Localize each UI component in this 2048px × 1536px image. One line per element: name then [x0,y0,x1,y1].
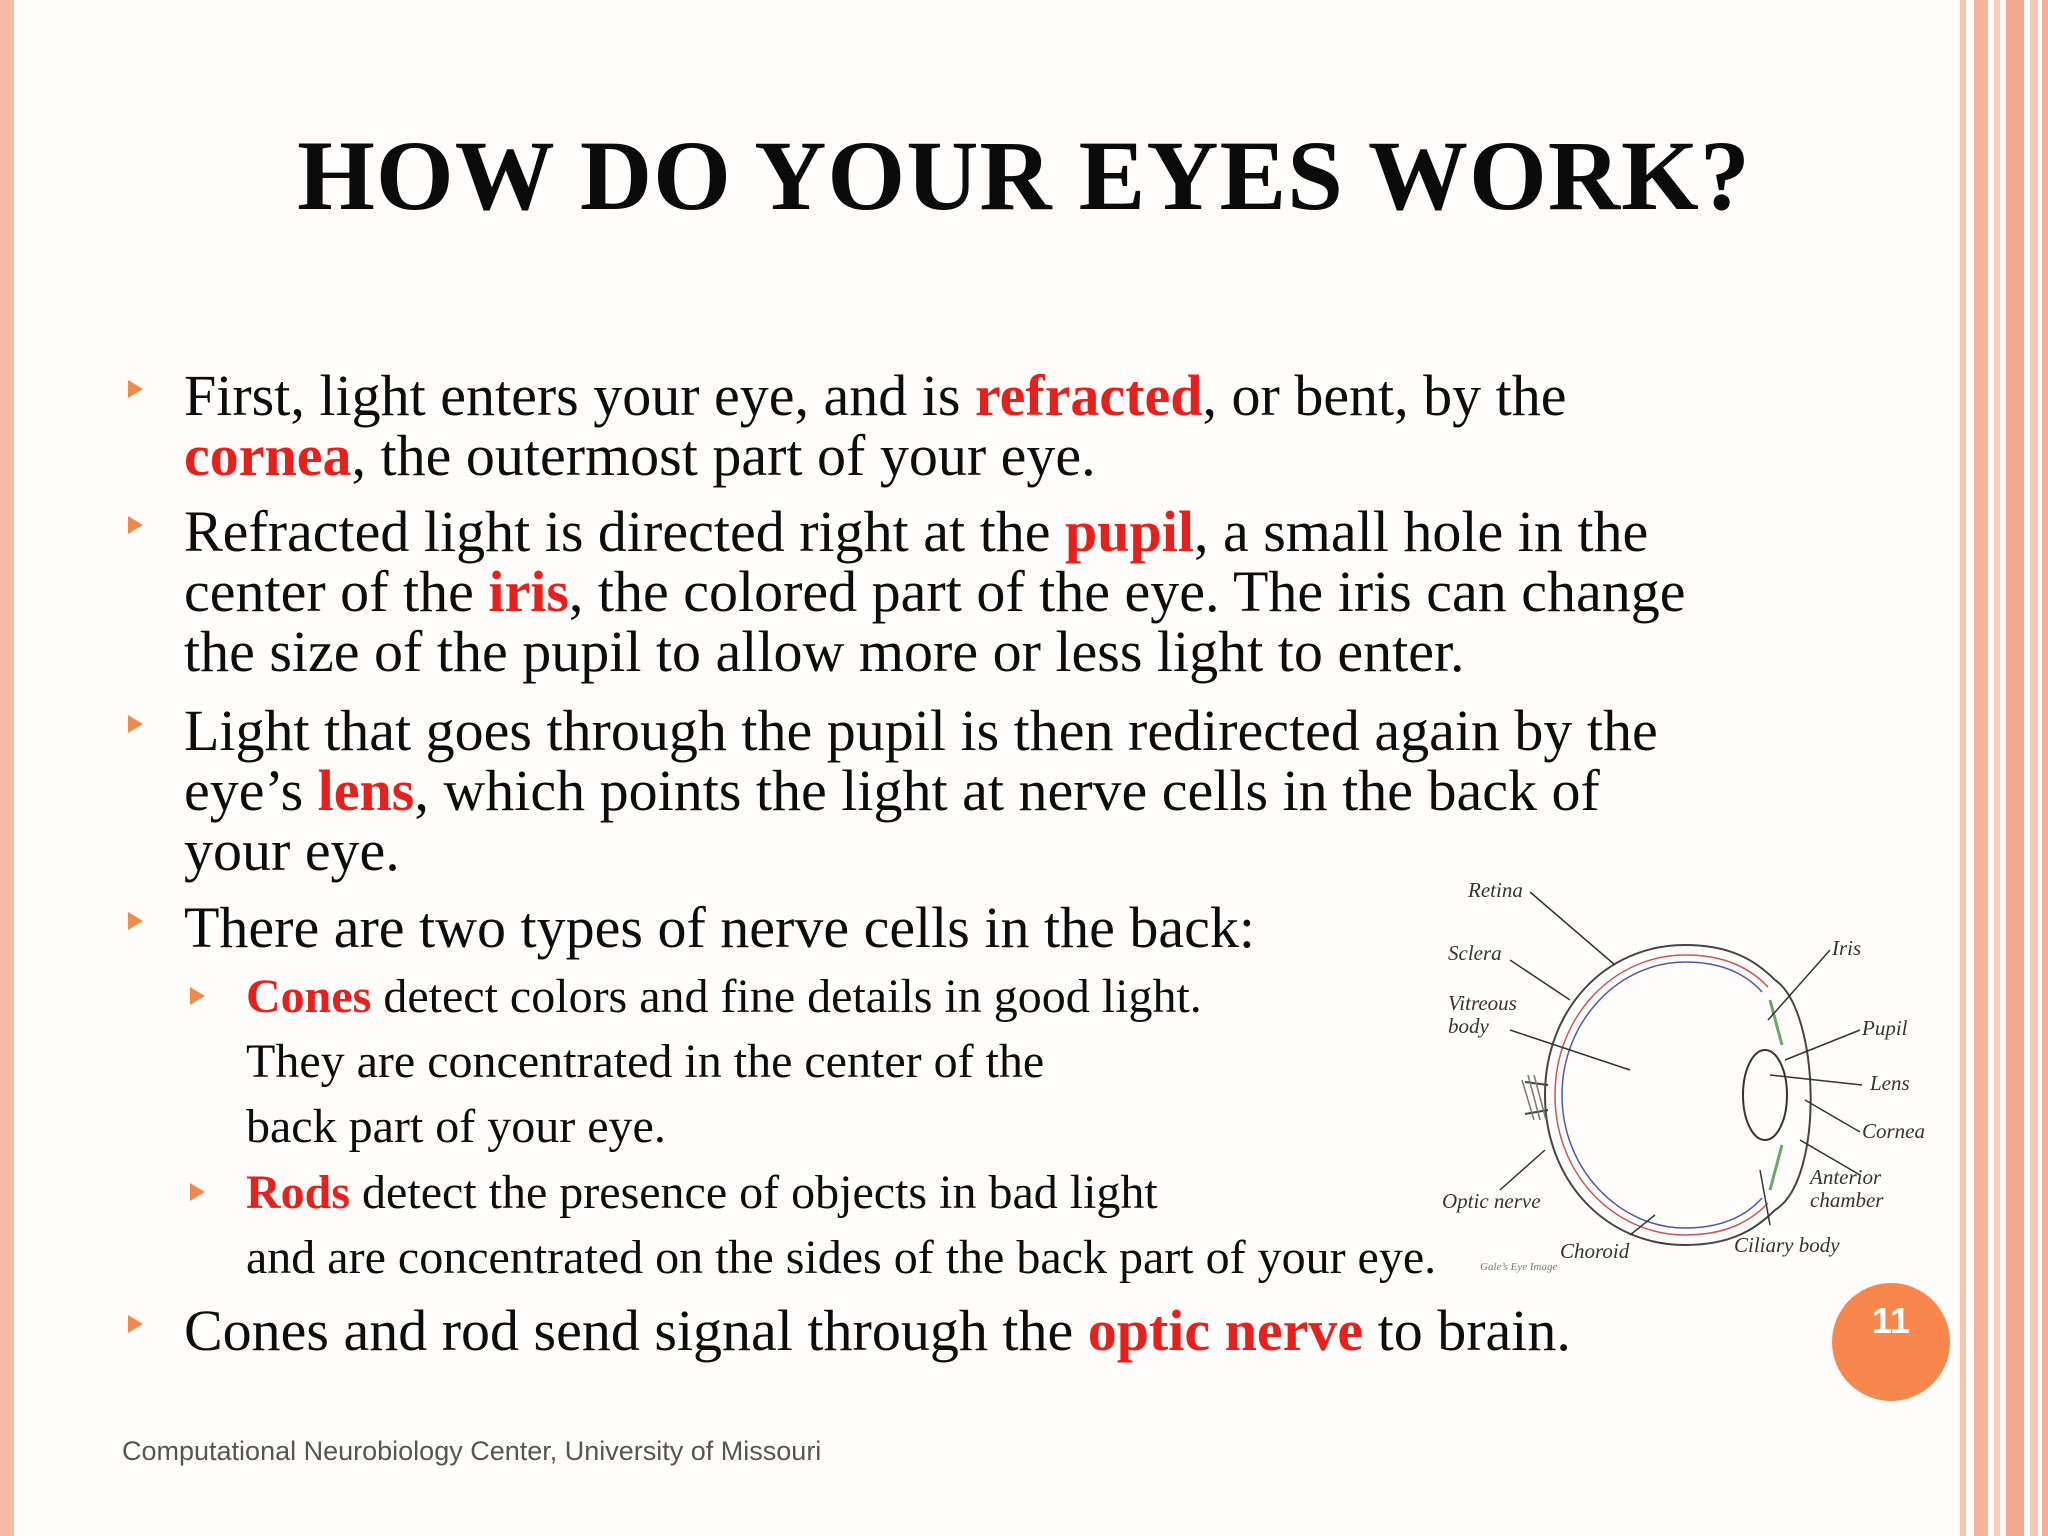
label-choroid: Choroid [1560,1239,1630,1263]
bullet-marker-icon [128,715,143,733]
bullet-marker-icon [128,516,143,534]
bullet-marker-icon [190,987,205,1005]
label-retina: Retina [1467,878,1523,902]
bullet-text: Light that goes through the pupil is the… [184,698,1658,763]
label-vitreous: Vitreous [1448,991,1517,1015]
label-chamber: chamber [1810,1188,1884,1212]
slide-canvas [14,0,1960,1536]
label-ciliary-body: Ciliary body [1734,1233,1840,1257]
label-iris: Iris [1831,936,1861,960]
slide-title: HOW DO YOUR EYES WORK? [297,120,1751,231]
highlighted-term: optic nerve [1087,1298,1364,1363]
label-sclera: Sclera [1448,941,1502,965]
bullet-marker-icon [128,1315,143,1333]
bullet-marker-icon [128,380,143,398]
bullet-line: your eye. [184,821,400,881]
bullet-text: Refracted light is directed right at the [184,499,1065,564]
highlighted-term: refracted [974,363,1203,428]
bullet-text: There are two types of nerve cells in th… [184,895,1255,960]
bullet-text: , the outermost part of your eye. [351,423,1096,488]
bullet-text: to brain. [1363,1298,1571,1363]
sub-bullet-line: They are concentrated in the center of t… [246,1037,1044,1087]
highlighted-term: pupil [1064,499,1194,564]
slide-right-border [1960,0,2048,1536]
eye-diagram: Retina Sclera Vitreous body Iris Pupil L… [1442,878,1925,1273]
bullet-text: They are concentrated in the center of t… [246,1035,1045,1088]
bullet-text: , which points the light at nerve cells … [414,758,1600,823]
bullet-text: eye’s [184,758,318,823]
highlighted-term: Rods [246,1166,351,1219]
slide-left-border [0,0,14,1536]
label-anterior: Anterior [1808,1165,1882,1189]
page-number-badge: 11 [1832,1283,1950,1401]
bullet-text: , a small hole in the [1193,499,1649,564]
label-vitreous-body: body [1448,1014,1490,1038]
sub-bullet-line: back part of your eye. [246,1102,666,1152]
bullet-line: Light that goes through the pupil is the… [184,701,1658,761]
image-credit: Gale’s Eye Image [1480,1261,1557,1273]
sclera-outline [1543,944,1776,1247]
bullet-text: and are concentrated on the sides of the… [246,1231,1437,1284]
bullet-line: Cones and rod send signal through the op… [184,1301,1571,1361]
bullet-text: back part of your eye. [246,1100,666,1153]
bullet-text: your eye. [184,818,400,883]
footer-credit: Computational Neurobiology Center, Unive… [122,1436,822,1466]
bullet-line: Refracted light is directed right at the… [184,502,1648,562]
bullet-text: the size of the pupil to allow more or l… [184,619,1465,684]
bullet-line: center of the iris, the colored part of … [184,562,1685,622]
bullet-text: , the colored part of the eye. The iris … [568,559,1686,624]
highlighted-term: iris [488,559,569,624]
sub-bullet-line: Rods detect the presence of objects in b… [246,1168,1158,1218]
label-lens: Lens [1869,1071,1910,1095]
highlighted-term: cornea [184,423,352,488]
highlighted-term: lens [317,758,415,823]
bullet-text: First, light enters your eye, and is [184,363,975,428]
bullet-line: There are two types of nerve cells in th… [184,898,1255,958]
bullet-text: detect the presence of objects in bad li… [350,1166,1158,1219]
label-pupil: Pupil [1861,1016,1908,1040]
label-optic-nerve: Optic nerve [1442,1189,1541,1213]
bullet-line: First, light enters your eye, and is ref… [184,366,1567,426]
bullet-text: Cones and rod send signal through the [184,1298,1088,1363]
bullet-line: eye’s lens, which points the light at ne… [184,761,1600,821]
bullet-line: the size of the pupil to allow more or l… [184,622,1465,682]
bullet-marker-icon [128,912,143,930]
bullet-text: detect colors and fine details in good l… [371,970,1202,1023]
highlighted-term: Cones [246,970,372,1023]
bullet-text: center of the [184,559,489,624]
bullet-text: , or bent, by the [1202,363,1567,428]
sub-bullet-line: and are concentrated on the sides of the… [246,1233,1436,1283]
bullet-line: cornea, the outermost part of your eye. [184,426,1096,486]
sub-bullet-line: Cones detect colors and fine details in … [246,972,1202,1022]
label-cornea: Cornea [1862,1119,1925,1143]
bullet-marker-icon [190,1183,205,1201]
